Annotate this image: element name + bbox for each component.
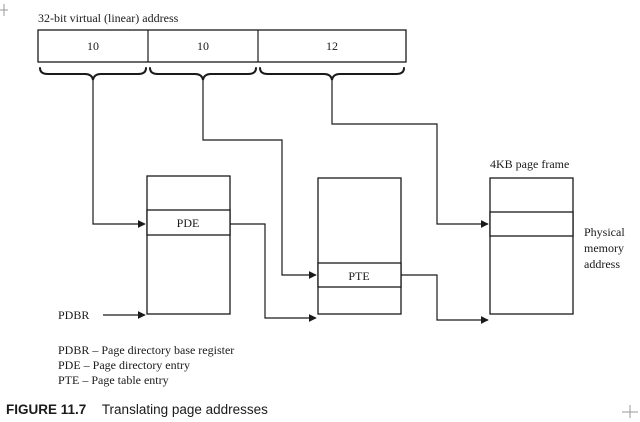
physical-memory-address-line: Physical xyxy=(584,225,625,239)
directory-field-bits: 10 xyxy=(87,39,99,53)
page-directory xyxy=(146,175,231,315)
directory-field-brace xyxy=(39,67,147,81)
figure-title: Translating page addresses xyxy=(102,402,268,417)
physical-memory-address-line: memory xyxy=(584,241,624,255)
pde-to-page-table-arrow xyxy=(230,223,317,322)
crop-mark-top-left xyxy=(0,4,8,16)
virtual-address-label: 32-bit virtual (linear) address xyxy=(38,11,179,25)
physical-memory-address-label: Physical memory address xyxy=(584,225,628,271)
figure-number: FIGURE 11.7 xyxy=(6,402,86,417)
directory-index-arrow xyxy=(92,80,146,228)
page-table xyxy=(317,177,402,315)
pde-label: PDE xyxy=(177,216,200,230)
page-directory-entry xyxy=(146,209,231,236)
legend-pdbr: PDBR – Page directory base register xyxy=(58,343,234,357)
pdbr-label: PDBR xyxy=(58,308,89,322)
figure-caption: FIGURE 11.7 Translating page addresses xyxy=(6,402,268,417)
virtual-address-box xyxy=(37,29,407,63)
page-frame xyxy=(489,177,574,315)
legend-pde: PDE – Page directory entry xyxy=(58,358,190,372)
offset-field-bits: 12 xyxy=(326,39,338,53)
page-table-entry xyxy=(317,262,402,288)
offset-field-brace xyxy=(259,67,405,81)
physical-address-location xyxy=(489,211,574,237)
table-field-bits: 10 xyxy=(197,39,209,53)
physical-memory-address-line: address xyxy=(584,257,620,271)
page-frame-label: 4KB page frame xyxy=(490,157,569,171)
legend-pte: PTE – Page table entry xyxy=(58,373,169,387)
pte-to-page-frame-arrow xyxy=(401,274,489,324)
pte-label: PTE xyxy=(348,269,369,283)
offset-arrow xyxy=(331,80,489,228)
table-field-brace xyxy=(149,67,257,81)
table-index-arrow xyxy=(202,80,317,279)
crop-mark-bottom-right xyxy=(622,405,638,418)
